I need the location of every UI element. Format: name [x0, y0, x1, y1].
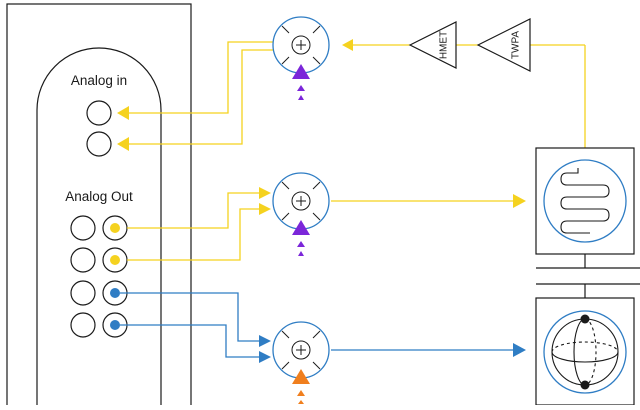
analog-in-port-1[interactable] [86, 100, 112, 126]
port-to-mixer-wire-4 [120, 324, 260, 358]
port-signal-dot [110, 223, 120, 233]
instrument-box [6, 3, 192, 410]
bloch-pole-dot [580, 380, 590, 390]
analog-out-port-1[interactable] [70, 215, 96, 241]
arrowhead [259, 335, 271, 347]
arrowhead [117, 106, 129, 120]
analog-in-port-2[interactable] [86, 131, 112, 157]
stage-separator [536, 254, 640, 298]
analog-out-port-7[interactable] [70, 312, 96, 338]
hmet-label: HMET [439, 31, 450, 59]
mixer-out-wire-2 [125, 49, 273, 145]
analog-in-label: Analog in [71, 73, 127, 88]
readout-output-wiring [127, 192, 515, 261]
instrument-panel: Analog in Analog Out [6, 3, 192, 410]
analog-out-port-3[interactable] [70, 247, 96, 273]
twpa-amplifier-icon: TWPA [476, 18, 531, 72]
analog-out-label: Analog Out [65, 189, 133, 204]
analog-out-port-5[interactable] [70, 280, 96, 306]
bloch-pole-dot [580, 314, 590, 324]
twpa-label: TWPA [511, 31, 522, 59]
pump-marker-icon [292, 64, 310, 100]
port-signal-dot [110, 320, 120, 330]
arrowhead [513, 343, 526, 357]
readout-input-arrows [117, 39, 353, 151]
pump-marker-icon [292, 220, 310, 256]
instrument-arch [36, 47, 162, 410]
resonator-icon [535, 147, 635, 255]
mixer-icon [272, 16, 330, 74]
resonator-meander-icon [560, 168, 610, 234]
mixer-icon [272, 172, 330, 230]
qubit-icon [535, 297, 635, 406]
port-to-mixer-wire-1 [127, 192, 260, 229]
port-to-mixer-wire-2 [127, 208, 260, 261]
arrowhead [342, 39, 353, 51]
arrowhead [259, 187, 271, 199]
hmet-amplifier-icon: HMET [408, 21, 457, 69]
port-signal-dot [110, 255, 120, 265]
lo-marker-icon [292, 369, 310, 404]
drive-wiring [120, 292, 514, 358]
mixer-out-wire-1 [125, 41, 273, 114]
arrowhead [513, 194, 526, 208]
readout-input-wiring [125, 41, 586, 148]
port-signal-dot [110, 288, 120, 298]
drive-arrows [259, 335, 526, 363]
port-to-mixer-wire-3 [120, 292, 260, 342]
arrowhead [259, 203, 271, 215]
arrowhead [259, 351, 271, 363]
readout-output-arrows [259, 187, 526, 215]
arrowhead [117, 137, 129, 151]
